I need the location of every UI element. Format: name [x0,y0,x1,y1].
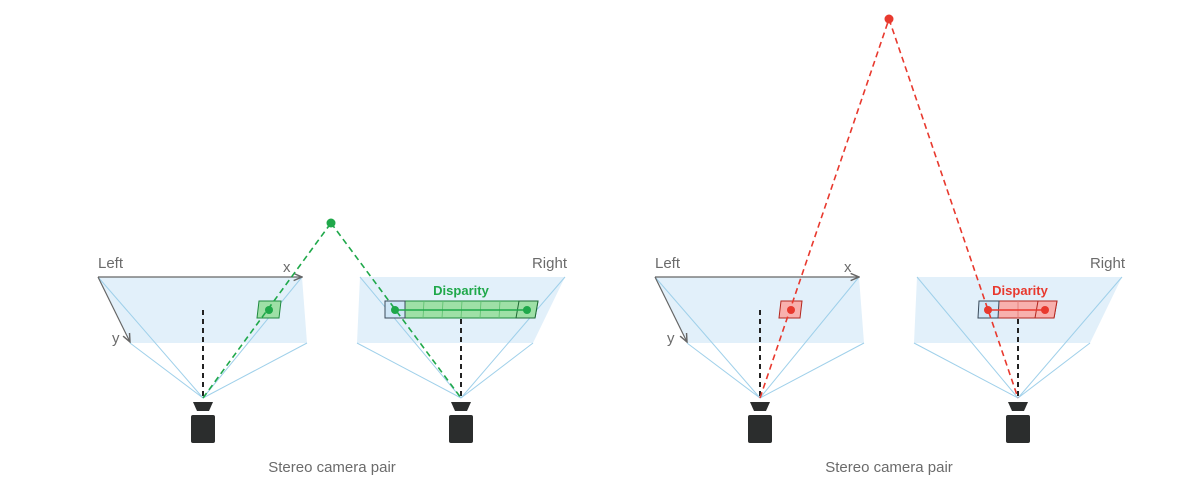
left-label: Left [98,255,124,272]
x-axis-label: x [283,259,291,276]
left-camera-view: Left x y [97,255,308,443]
right-camera-view: Disparity Right [356,255,568,443]
right-label: Right [1090,255,1126,272]
panel-far-object: Left x y Disparity [654,14,1126,476]
reference-point [984,306,992,314]
right-frustum-lines [913,276,1123,399]
right-projected-point [1041,306,1049,314]
y-axis-arrow [654,276,687,342]
left-camera-icon [191,402,215,443]
right-camera-icon [1006,402,1030,443]
x-axis-label: x [844,259,852,276]
object-rays [759,18,1019,399]
right-camera-icon [449,402,473,443]
right-camera-view: Disparity Right [913,255,1126,443]
right-label: Right [532,255,568,272]
right-frustum-lines [356,276,566,399]
caption: Stereo camera pair [825,459,953,476]
y-axis-label: y [667,330,675,347]
disparity-label: Disparity [992,283,1048,298]
left-frustum-lines [654,276,865,399]
left-label: Left [655,255,681,272]
disparity-search-strip [384,300,539,319]
object-rays [202,222,462,399]
object-point [326,218,336,228]
left-camera-view: Left x y [654,255,865,443]
disparity-label: Disparity [433,283,489,298]
y-axis-label: y [112,330,120,347]
left-camera-icon [748,402,772,443]
object-point [884,14,894,24]
caption: Stereo camera pair [268,459,396,476]
y-axis-arrow [97,276,130,342]
panel-near-object: Left x y [97,218,568,476]
left-projected-point [265,306,273,314]
right-projected-point [523,306,531,314]
left-frustum-lines [97,276,308,399]
